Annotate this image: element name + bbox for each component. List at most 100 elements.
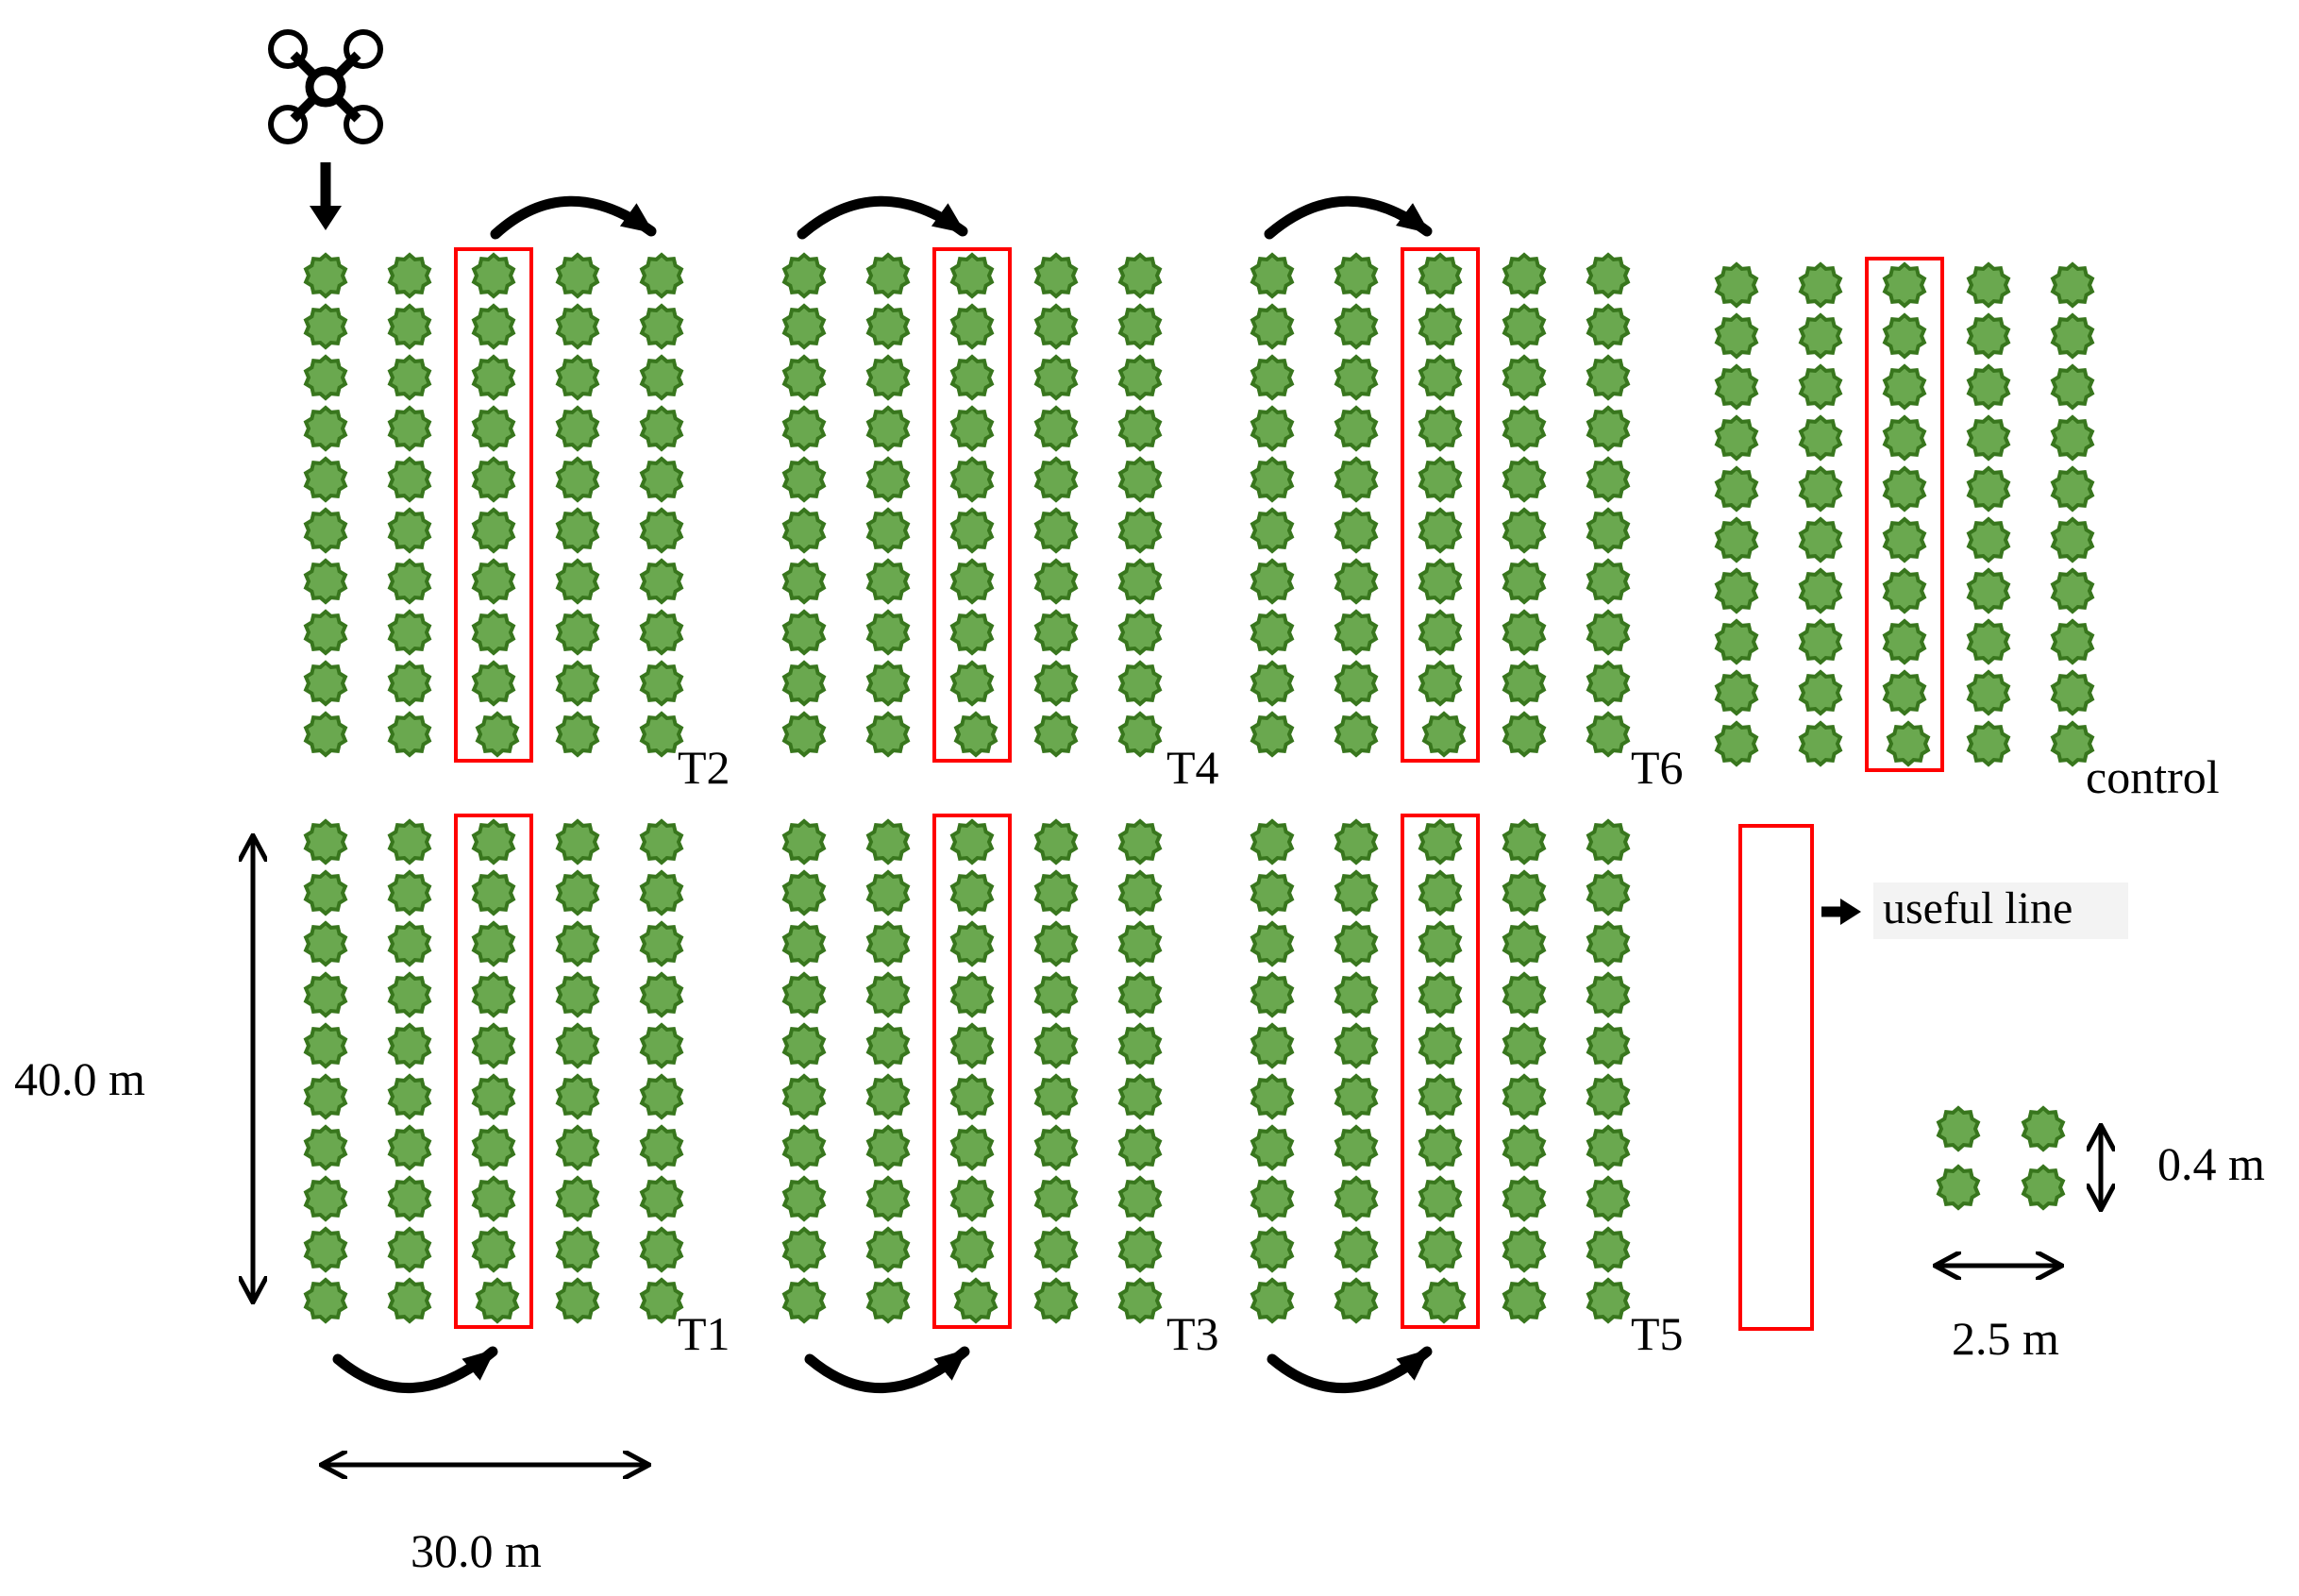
drone-icon: [268, 29, 383, 144]
plant: [1117, 1124, 1163, 1171]
plant: [471, 1073, 516, 1120]
plant: [471, 660, 516, 707]
plant: [781, 660, 827, 707]
plant: [1502, 303, 1547, 350]
plant: [1250, 354, 1295, 401]
plant: [555, 252, 600, 299]
plant: [1250, 558, 1295, 605]
plant: [2050, 261, 2095, 309]
plant: [1586, 818, 1631, 865]
plant: [1502, 1124, 1547, 1171]
plant: [1586, 1073, 1631, 1120]
plant: [1882, 618, 1927, 665]
plant: [387, 609, 432, 656]
plant: [1421, 1277, 1467, 1324]
plant: [1502, 1226, 1547, 1273]
plant: [781, 818, 827, 865]
useful-line-box: [932, 814, 1012, 1329]
plant: [303, 1073, 348, 1120]
plant: [1966, 567, 2011, 614]
plant: [555, 869, 600, 916]
plant: [471, 1124, 516, 1171]
plant: [781, 354, 827, 401]
plant: [1117, 869, 1163, 916]
plant: [1250, 660, 1295, 707]
plant: [865, 1277, 911, 1324]
plant: [471, 609, 516, 656]
drone-down-arrow-icon: [310, 162, 342, 230]
plant: [1502, 609, 1547, 656]
plant: [387, 252, 432, 299]
plant: [1502, 456, 1547, 503]
plant: [1033, 1277, 1079, 1324]
plant: [1250, 1175, 1295, 1222]
plant: [303, 1226, 348, 1273]
plant: [1586, 558, 1631, 605]
plant: [1798, 516, 1843, 563]
plant: [639, 354, 684, 401]
plant: [1033, 818, 1079, 865]
plant: [781, 971, 827, 1018]
plant: [1033, 1073, 1079, 1120]
plant: [865, 1073, 911, 1120]
plant: [639, 558, 684, 605]
plant: [1334, 252, 1379, 299]
plant: [1714, 363, 1759, 411]
plant: [2050, 363, 2095, 411]
plant: [1418, 354, 1463, 401]
plant: [865, 1175, 911, 1222]
plant: [1586, 1277, 1631, 1324]
plant: [1418, 252, 1463, 299]
plant: [1502, 558, 1547, 605]
plant: [639, 1226, 684, 1273]
plant: [1250, 507, 1295, 554]
useful-line-label-bg: [1873, 882, 2128, 939]
plant: [1033, 303, 1079, 350]
plant: [781, 869, 827, 916]
plant: [865, 869, 911, 916]
plant: [1418, 609, 1463, 656]
plant: [2050, 720, 2095, 767]
plant: [1714, 618, 1759, 665]
plant: [949, 971, 995, 1018]
plant: [1250, 971, 1295, 1018]
plant: [555, 1073, 600, 1120]
plant: [475, 711, 520, 758]
plant: [1966, 363, 2011, 411]
plant: [1502, 405, 1547, 452]
plant: [1502, 507, 1547, 554]
plant: [1586, 609, 1631, 656]
plant: [1033, 354, 1079, 401]
plant: [387, 1124, 432, 1171]
plot-label-control: control: [2086, 750, 2220, 803]
plant: [1117, 1277, 1163, 1324]
plot-t2: [303, 247, 684, 763]
plant: [303, 456, 348, 503]
plant: [1798, 465, 1843, 512]
plant: [865, 405, 911, 452]
plant: [555, 660, 600, 707]
plant: [781, 456, 827, 503]
plot-label-t2: T2: [678, 741, 730, 794]
plant: [303, 252, 348, 299]
plant: [781, 920, 827, 967]
plant: [1033, 252, 1079, 299]
plant: [949, 1175, 995, 1222]
useful-line-arrow-icon: [1821, 899, 1861, 925]
plant: [1250, 609, 1295, 656]
plant: [1334, 1022, 1379, 1069]
plant-spacing-label: 0.4 m: [2157, 1137, 2265, 1190]
plant: [639, 1277, 684, 1324]
plant: [303, 303, 348, 350]
plant: [949, 456, 995, 503]
spacing-legend-plant: [2021, 1105, 2066, 1152]
plant: [1418, 1124, 1463, 1171]
plant: [949, 1022, 995, 1069]
plant: [949, 252, 995, 299]
plant: [949, 303, 995, 350]
plant: [1418, 818, 1463, 865]
plant: [303, 405, 348, 452]
plots-layer: [303, 195, 2095, 1394]
plant: [781, 1226, 827, 1273]
plant: [1586, 354, 1631, 401]
